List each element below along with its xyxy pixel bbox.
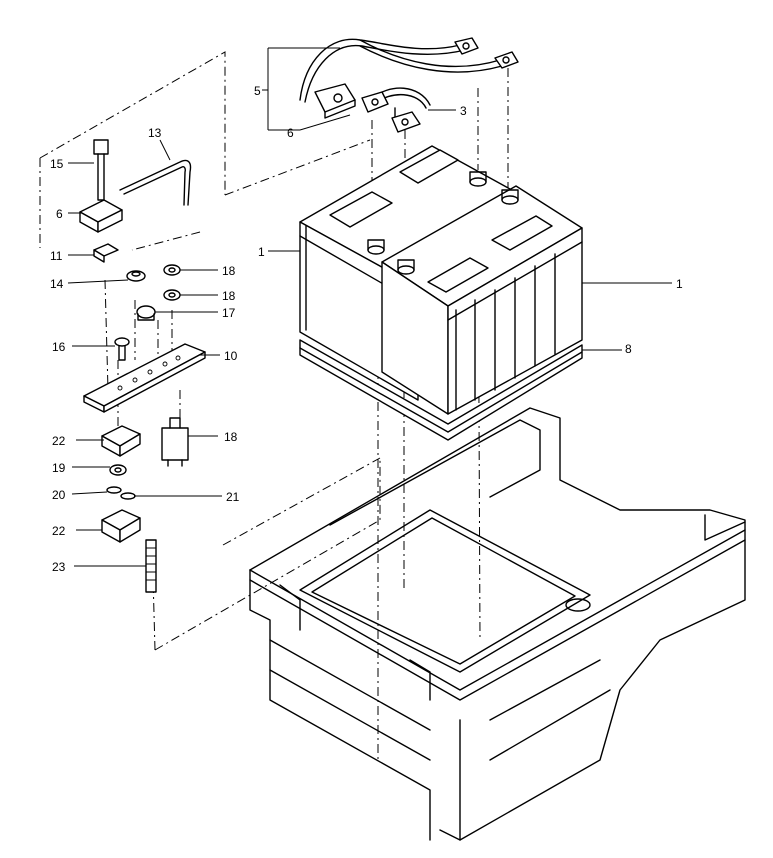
callout-1-front: 1 xyxy=(676,277,683,291)
callout-5: 5 xyxy=(254,84,261,98)
callout-18-relay: 18 xyxy=(224,430,238,444)
terminal-clamp-c xyxy=(361,91,389,113)
nut-18-a xyxy=(163,264,181,276)
bolt-15 xyxy=(93,139,109,201)
leader-lines xyxy=(67,47,672,567)
cap-17 xyxy=(136,305,156,321)
block-11 xyxy=(93,243,119,263)
callout-labels: 5 6 3 13 15 6 11 14 18 18 17 16 10 22 18… xyxy=(50,84,683,574)
terminal-clamp-b xyxy=(494,51,519,69)
terminal-clamp-a xyxy=(454,37,479,55)
stud-23 xyxy=(145,539,157,593)
callout-22-a: 22 xyxy=(52,434,66,448)
connector-6 xyxy=(79,199,123,233)
battery-front xyxy=(381,185,583,415)
clip-21 xyxy=(120,492,136,500)
fuse-holder-22-a xyxy=(101,425,141,457)
callout-20: 20 xyxy=(52,488,66,502)
callout-13: 13 xyxy=(148,126,162,140)
callout-10: 10 xyxy=(224,349,238,363)
callout-8: 8 xyxy=(625,342,632,356)
callout-6-cable: 6 xyxy=(287,126,294,140)
callout-16: 16 xyxy=(52,340,66,354)
cable-clamp-6 xyxy=(314,83,356,119)
callout-3: 3 xyxy=(460,104,467,118)
battery-base-plate xyxy=(299,339,583,441)
plate-10 xyxy=(83,343,206,413)
terminal-clamp-3 xyxy=(391,111,421,133)
screw-16 xyxy=(114,337,130,361)
clip-20 xyxy=(106,486,122,494)
wire-13 xyxy=(119,159,192,206)
callout-17: 17 xyxy=(222,306,236,320)
nut-18-b xyxy=(163,289,181,301)
nut-19 xyxy=(109,464,127,476)
callout-19: 19 xyxy=(52,461,66,475)
callout-14: 14 xyxy=(50,277,64,291)
callout-6-connector: 6 xyxy=(56,207,63,221)
callout-22-b: 22 xyxy=(52,524,66,538)
callout-11: 11 xyxy=(50,249,63,263)
callout-15: 15 xyxy=(50,157,64,171)
callout-18-nut-a: 18 xyxy=(222,264,236,278)
callout-21: 21 xyxy=(226,490,240,504)
left-exploded-bracket xyxy=(39,51,381,651)
relay-18 xyxy=(161,417,189,467)
callout-23: 23 xyxy=(52,560,66,574)
callout-18-nut-b: 18 xyxy=(222,289,236,303)
battery-tray xyxy=(249,407,746,841)
fuse-holder-22-b xyxy=(101,509,141,543)
grommet-14 xyxy=(126,270,146,282)
callout-1-rear: 1 xyxy=(258,245,265,259)
